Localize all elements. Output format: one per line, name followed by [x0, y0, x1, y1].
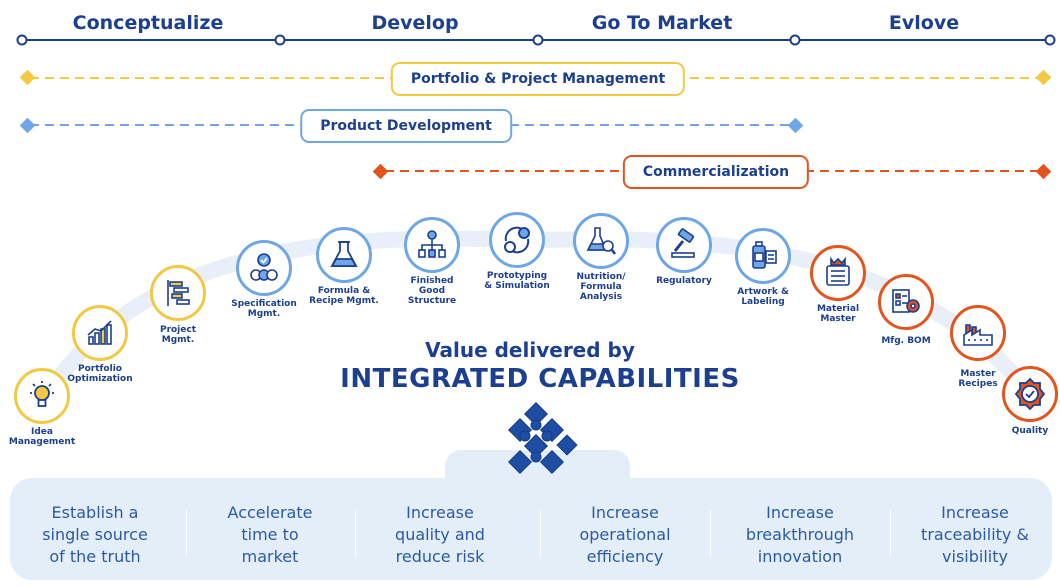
- product-track-end-diamond: [787, 117, 804, 134]
- headline-line-2: INTEGRATED CAPABILITIES: [340, 364, 740, 394]
- capability-label: Prototyping & Simulation: [484, 271, 550, 291]
- capability-label: Portfolio Optimization: [67, 364, 133, 384]
- track-product-development: Product Development: [300, 109, 512, 143]
- commercial-track-end-diamond: [1035, 163, 1052, 180]
- benefit-increase-breakthrough-innovation: Increase breakthrough innovation: [745, 503, 855, 566]
- capability-label: Mfg. BOM: [881, 336, 931, 346]
- capability-master-recipes: Master Recipes: [933, 305, 1023, 389]
- timeline-node: [532, 34, 544, 46]
- timeline-node: [1044, 34, 1056, 46]
- capability-label: Quality: [1011, 426, 1049, 436]
- capability-project-mgmt: Project Mgmt.: [133, 265, 223, 345]
- capability-idea-management: Idea Management: [0, 368, 87, 447]
- factory-icon: [950, 305, 1006, 361]
- benefit-increase-traceability-visibility: Increase traceability & visibility: [921, 503, 1029, 566]
- capability-formula-recipe-mgmt: Formula & Recipe Mgmt.: [299, 227, 389, 306]
- capability-portfolio-optimization: Portfolio Optimization: [55, 305, 145, 384]
- benefits-panel: [10, 478, 1052, 580]
- flask-magnifier-icon: [573, 213, 629, 269]
- capability-label: Material Master: [816, 304, 860, 324]
- puzzle-icon: [507, 402, 578, 475]
- capability-prototyping-simulation: Prototyping & Simulation: [472, 212, 562, 291]
- timeline-node: [274, 34, 286, 46]
- capability-finished-good-structure: Finished Good Structure: [387, 217, 477, 306]
- portfolio-track-end-diamond: [1035, 69, 1052, 86]
- cycle-icon: [489, 212, 545, 268]
- timeline-node: [789, 34, 801, 46]
- capability-material-master: Material Master: [793, 245, 883, 324]
- benefit-divider: [355, 510, 356, 556]
- bar-chart-icon: [72, 305, 128, 361]
- headline-line-1: Value delivered by: [425, 338, 635, 362]
- benefit-divider: [540, 510, 541, 556]
- capability-regulatory: Regulatory: [639, 217, 729, 286]
- gavel-icon: [656, 217, 712, 273]
- capability-mfg-bom: Mfg. BOM: [861, 274, 951, 346]
- capability-specification-mgmt: Specification Mgmt.: [219, 240, 309, 319]
- spec-gears-icon: [236, 240, 292, 296]
- track-commercialization: Commercialization: [622, 155, 810, 189]
- hierarchy-icon: [404, 217, 460, 273]
- phase-conceptualize: Conceptualize: [72, 12, 224, 34]
- track-portfolio-project-management: Portfolio & Project Management: [390, 62, 686, 96]
- capability-quality: Quality: [985, 366, 1060, 436]
- benefit-increase-operational-efficiency: Increase operational efficiency: [579, 503, 671, 566]
- benefit-single-source-of-truth: Establish a single source of the truth: [42, 503, 148, 566]
- benefit-divider: [186, 510, 187, 556]
- phase-go-to-market: Go To Market: [591, 12, 733, 34]
- bottle-label-icon: [735, 228, 791, 284]
- quality-check-icon: [1002, 366, 1058, 422]
- timeline-node: [16, 34, 28, 46]
- material-list-icon: [810, 245, 866, 301]
- capability-label: Idea Management: [8, 427, 76, 447]
- commercial-track-start-diamond: [372, 163, 389, 180]
- capability-label: Master Recipes: [958, 369, 998, 389]
- benefit-divider: [890, 510, 891, 556]
- capability-label: Project Mgmt.: [159, 325, 197, 345]
- lightbulb-icon: [14, 368, 70, 424]
- benefit-accelerate-time-to-market: Accelerate time to market: [227, 503, 313, 566]
- capability-nutrition-formula-analysis: Nutrition/ Formula Analysis: [556, 213, 646, 302]
- capability-label: Nutrition/ Formula Analysis: [576, 272, 626, 302]
- flask-icon: [316, 227, 372, 283]
- benefit-increase-quality-reduce-risk: Increase quality and reduce risk: [395, 503, 485, 566]
- capability-label: Specification Mgmt.: [231, 299, 297, 319]
- benefit-divider: [710, 510, 711, 556]
- product-track-start-diamond: [19, 117, 36, 134]
- bom-gear-icon: [878, 274, 934, 330]
- phase-evolve: Evlove: [888, 12, 960, 34]
- capability-label: Finished Good Structure: [407, 276, 457, 306]
- capability-label: Formula & Recipe Mgmt.: [309, 286, 379, 306]
- capability-label: Artwork & Labeling: [737, 287, 789, 307]
- portfolio-track-start-diamond: [19, 69, 36, 86]
- phase-develop: Develop: [371, 12, 459, 34]
- capability-label: Regulatory: [656, 276, 712, 286]
- capability-artwork-labeling: Artwork & Labeling: [718, 228, 808, 307]
- gantt-icon: [150, 265, 206, 321]
